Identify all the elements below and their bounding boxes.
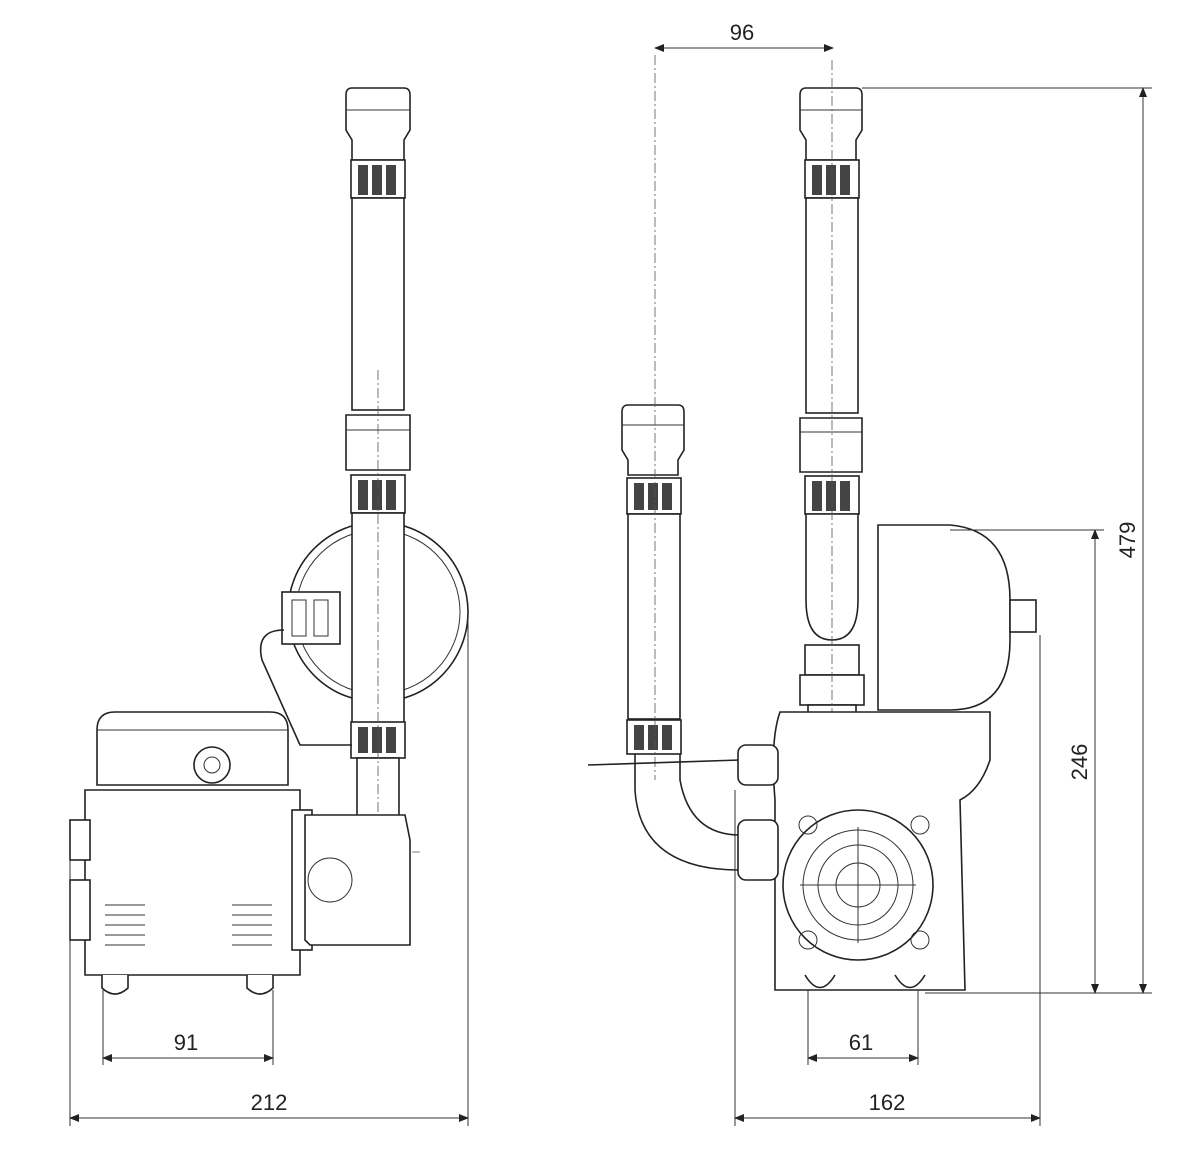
main-pipe [799,60,865,800]
dimension-91: 91 [102,990,274,1065]
dimension-246: 246 [950,529,1104,994]
dim-label-96: 96 [730,20,754,45]
dimension-61: 61 [807,990,919,1065]
pressure-tank [877,524,1011,711]
dimension-162: 162 [734,635,1041,1126]
side-view: 91 212 [69,87,469,1126]
terminal-block [281,591,341,645]
dim-label-246: 246 [1067,744,1092,781]
secondary-pipe [587,55,741,871]
dimension-212: 212 [69,620,469,1126]
dimension-96: 96 [654,20,834,52]
pump-body [737,711,991,991]
dim-label-479: 479 [1115,522,1140,559]
front-view: 96 479 246 61 162 [587,20,1152,1126]
dim-label-61: 61 [849,1030,873,1055]
dim-label-162: 162 [869,1090,906,1115]
motor [69,711,411,995]
dimension-479: 479 [862,87,1152,994]
dim-label-212: 212 [251,1090,288,1115]
dim-label-91: 91 [174,1030,198,1055]
vertical-pipe [340,87,420,890]
